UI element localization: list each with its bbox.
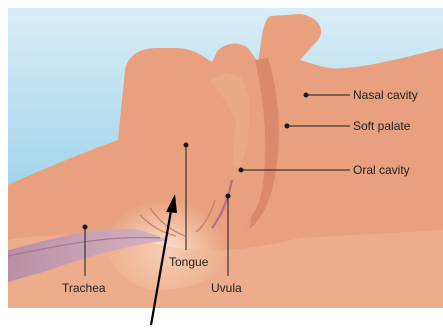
- label-tongue: Tongue: [169, 255, 209, 269]
- frame-left: [0, 0, 8, 328]
- label-soft-palate: Soft palate: [353, 119, 411, 133]
- label-uvula: Uvula: [211, 281, 242, 295]
- frame-top: [0, 0, 443, 8]
- frame-bottom: [0, 308, 443, 328]
- label-nasal-cavity: Nasal cavity: [353, 88, 418, 102]
- label-oral-cavity: Oral cavity: [353, 163, 410, 177]
- label-trachea: Trachea: [62, 281, 106, 295]
